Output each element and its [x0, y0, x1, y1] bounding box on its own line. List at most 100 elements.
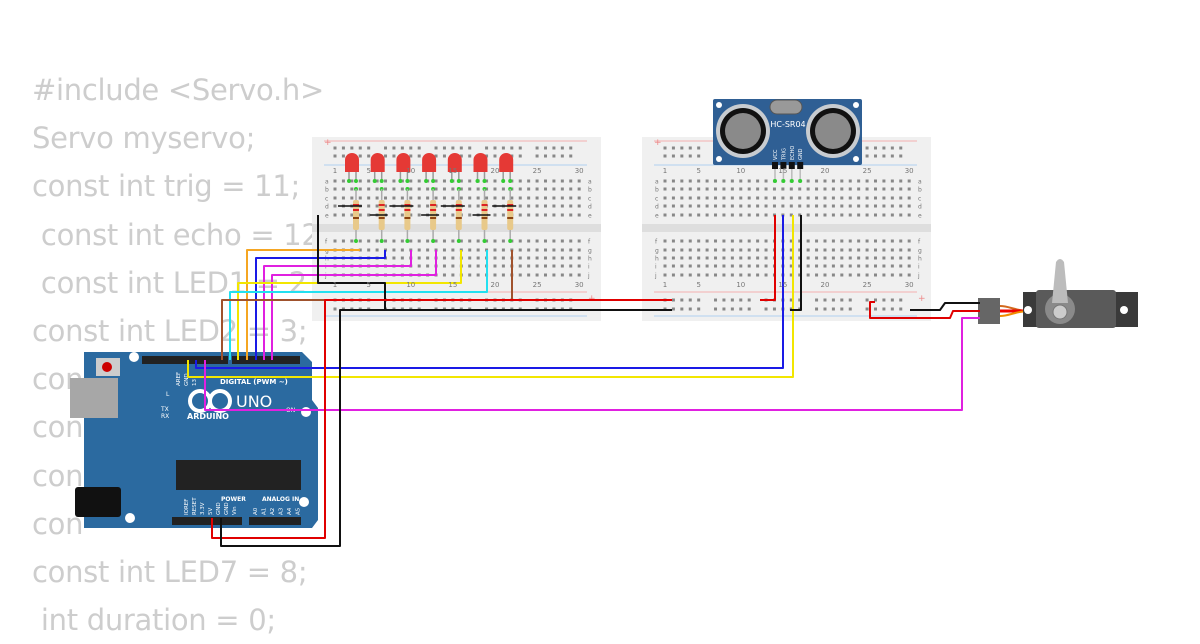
code-line: con	[32, 458, 84, 493]
wire-blue-trig[interactable]	[195, 215, 784, 369]
code-line: const int trig = 11;	[32, 169, 300, 204]
brand-label: ARDUINO	[187, 412, 229, 421]
pin-label: A5	[296, 507, 302, 515]
row-label: e	[325, 213, 329, 220]
resistor	[507, 189, 514, 243]
row-label: j	[654, 273, 657, 280]
wire-blue[interactable]	[255, 250, 386, 360]
servo-motor[interactable]	[978, 259, 1138, 328]
column-label: 20	[491, 167, 500, 175]
pin-label: A2	[270, 508, 276, 515]
pin-label: RESET	[192, 497, 198, 515]
pin-label: 3.3V	[200, 502, 206, 515]
resistor	[404, 189, 411, 243]
row-label: a	[588, 179, 592, 186]
led-tx-label: TX	[160, 406, 169, 413]
row-label: b	[655, 187, 659, 194]
row-label: f	[325, 239, 328, 246]
led[interactable]	[422, 153, 437, 191]
row-label: h	[588, 256, 592, 263]
code-line: const int LED7 = 8;	[32, 555, 308, 590]
column-label: 30	[905, 281, 914, 289]
code-line: const int LED1 = 2	[32, 265, 307, 300]
led[interactable]	[499, 153, 514, 191]
sensor-pin-label: GND	[798, 148, 804, 160]
row-label: a	[918, 179, 922, 186]
row-label: f	[918, 239, 921, 246]
row-label: f	[588, 239, 591, 246]
column-label: 10	[736, 167, 745, 175]
row-label: c	[918, 196, 921, 203]
pin-label: A4	[287, 507, 293, 515]
resistor	[353, 189, 359, 243]
row-label: j	[917, 273, 920, 280]
wire-black-gnd[interactable]	[220, 309, 672, 547]
row-label: c	[588, 196, 591, 203]
column-label: 30	[575, 167, 584, 175]
code-background: #include <Servo.h>Servo myservo;const in…	[32, 66, 324, 644]
column-label: 30	[905, 167, 914, 175]
column-label: 15	[778, 281, 787, 289]
code-line: const int LED2 = 3;	[32, 314, 308, 349]
pin-label: AREF	[176, 372, 182, 386]
column-label: 5	[366, 167, 370, 175]
row-label: g	[588, 248, 592, 255]
row-label: e	[655, 213, 659, 220]
column-label: 20	[491, 281, 500, 289]
wire-red-sensor[interactable]	[760, 215, 776, 301]
pin-label: 5V	[208, 508, 214, 515]
column-label: 20	[821, 167, 830, 175]
column-label: 15	[448, 167, 457, 175]
arduino-uno[interactable]: DIGITAL (PWM ~) UNO ARDUINO ON L TX RX P…	[70, 352, 318, 528]
column-label: 20	[821, 281, 830, 289]
column-label: 1	[663, 281, 667, 289]
analog-label: ANALOG IN	[262, 496, 299, 503]
column-label: 1	[333, 167, 337, 175]
sensor-name: HC-SR04	[770, 120, 805, 129]
wire-orange[interactable]	[246, 249, 360, 360]
rail-plus-label: +	[918, 294, 926, 304]
row-label: b	[918, 187, 922, 194]
wire-magenta[interactable]	[271, 250, 437, 360]
column-label: 15	[448, 281, 457, 289]
wire-red-5v[interactable]	[211, 299, 672, 539]
led[interactable]	[345, 153, 359, 191]
code-line: #include <Servo.h>	[32, 73, 324, 107]
column-label: 10	[406, 281, 415, 289]
row-label: h	[655, 256, 659, 263]
wire-magenta-servo[interactable]	[204, 317, 980, 411]
pin-label: A0	[253, 507, 259, 515]
wire-black-servo[interactable]	[910, 302, 980, 311]
sensor-pin-label: ECHO	[790, 146, 796, 160]
row-label: i	[655, 264, 657, 271]
column-label: 5	[696, 167, 700, 175]
wires	[187, 215, 980, 547]
pin-label: 13	[192, 379, 198, 386]
wire-yellow-echo[interactable]	[187, 215, 794, 378]
led[interactable]	[447, 153, 462, 191]
column-label: 25	[863, 281, 872, 289]
column-label: 10	[406, 167, 415, 175]
wire-cyan[interactable]	[229, 250, 488, 360]
code-line: con	[32, 506, 84, 541]
led-row	[338, 153, 517, 243]
row-label: c	[325, 196, 328, 203]
wire-red-servo[interactable]	[869, 301, 980, 319]
row-label: d	[325, 204, 329, 211]
row-label: b	[325, 187, 329, 194]
column-label: 5	[696, 281, 700, 289]
row-label: a	[325, 179, 329, 186]
row-label: d	[588, 204, 592, 211]
power-label: POWER	[221, 496, 246, 503]
wire-magenta[interactable]	[263, 250, 412, 360]
led[interactable]	[370, 153, 385, 191]
row-label: a	[655, 179, 659, 186]
row-label: f	[655, 239, 658, 246]
wire-black-sensor[interactable]	[790, 215, 802, 311]
pin-label: A1	[262, 508, 268, 515]
led-rx-label: RX	[161, 413, 169, 420]
digital-label: DIGITAL (PWM ~)	[220, 378, 288, 386]
led[interactable]	[473, 153, 488, 191]
